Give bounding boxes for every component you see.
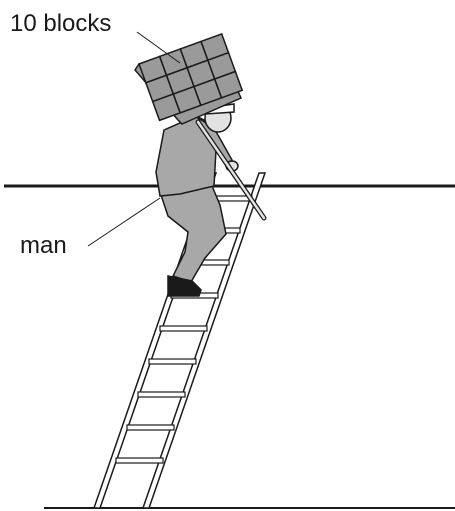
leader-line-man — [87, 197, 161, 247]
ladder-rung — [148, 358, 197, 365]
ladder-rung — [126, 424, 175, 431]
ladder-rung — [137, 391, 186, 398]
block — [213, 70, 244, 99]
blocks-label: 10 blocks — [10, 10, 112, 37]
ladder-rung — [115, 457, 164, 464]
man-shoe — [167, 275, 202, 297]
man-figure — [155, 103, 239, 297]
man-torso — [155, 115, 217, 197]
carrying-pole-highlight — [196, 120, 266, 220]
man-trousers — [158, 185, 227, 283]
blocks-grid — [138, 32, 244, 122]
block-stack — [134, 32, 244, 125]
leader-line-blocks — [136, 31, 181, 64]
ladder-rungs — [115, 195, 253, 464]
ladder-rung — [159, 325, 208, 332]
man-label: man — [20, 232, 67, 259]
